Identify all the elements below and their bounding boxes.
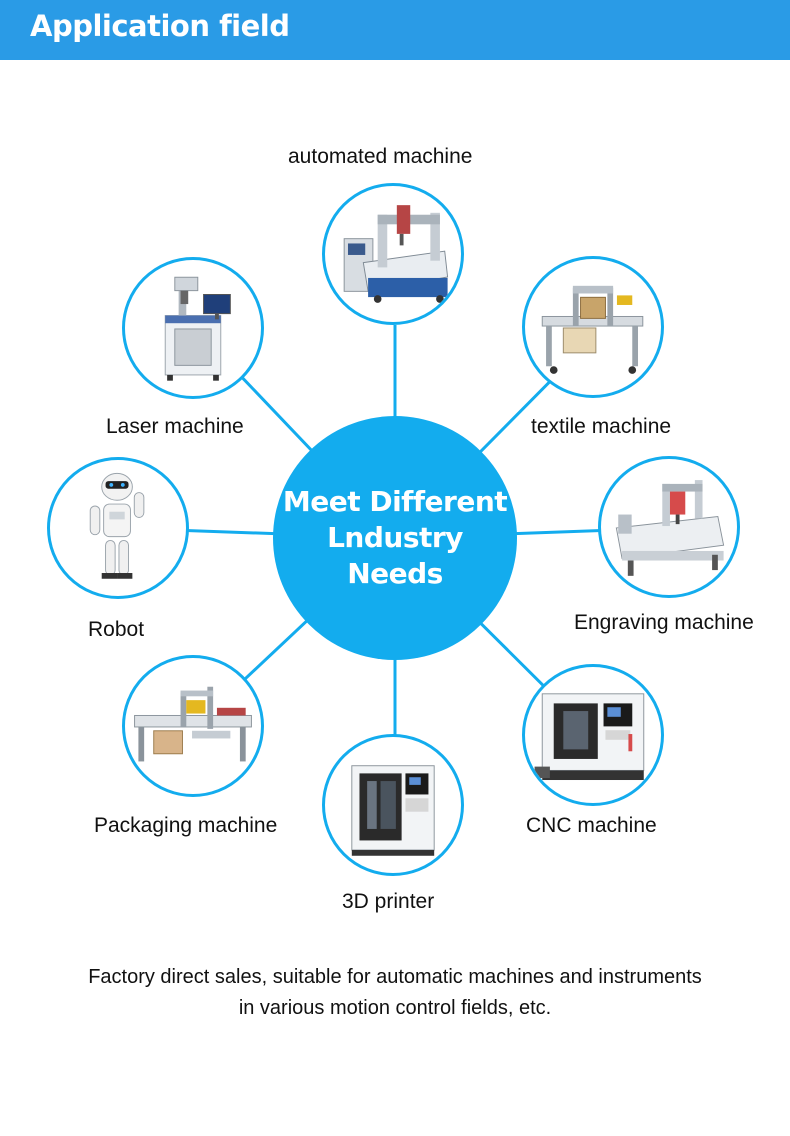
- node-robot: [47, 457, 189, 599]
- node-engraving-machine: [598, 456, 740, 598]
- label-cnc-machine: CNC machine: [526, 814, 657, 837]
- header-banner: Application field: [0, 0, 790, 60]
- label-textile-machine: textile machine: [531, 415, 672, 438]
- hub-line-2: Lndustry: [327, 521, 463, 554]
- footer-line-2: in various motion control fields, etc.: [238, 997, 552, 1019]
- label-engraving-machine: Engraving machine: [574, 611, 754, 634]
- footer-description: Factory direct sales, suitable for autom…: [0, 962, 790, 1024]
- robot-icon: [89, 472, 145, 579]
- textile-machine-icon: [541, 285, 644, 374]
- page-title: Application field: [30, 9, 290, 43]
- cnc-machine-icon: [534, 693, 645, 781]
- cnc-router-icon: [343, 205, 449, 303]
- label-packaging-machine: Packaging machine: [94, 814, 278, 837]
- node-automated-machine: [322, 183, 464, 325]
- hub-line-3: Needs: [347, 557, 443, 590]
- label-3d-printer: 3D printer: [342, 890, 435, 913]
- node-laser-machine: [122, 257, 264, 399]
- label-robot: Robot: [88, 618, 145, 641]
- label-automated-machine: automated machine: [288, 145, 473, 168]
- node-cnc-machine: [522, 664, 664, 806]
- 3d-printer-icon: [351, 765, 435, 856]
- node-3d-printer: [322, 734, 464, 876]
- hub-line-1: Meet Different: [282, 485, 508, 518]
- footer-line-1: Factory direct sales, suitable for autom…: [88, 966, 702, 988]
- central-hub: Meet Different Lndustry Needs: [273, 416, 517, 660]
- label-laser-machine: Laser machine: [106, 415, 244, 438]
- packaging-machine-icon: [134, 686, 252, 762]
- node-packaging-machine: [122, 655, 264, 797]
- node-textile-machine: [522, 256, 664, 398]
- laser-machine-icon: [164, 276, 231, 381]
- engraving-machine-icon: [615, 480, 725, 576]
